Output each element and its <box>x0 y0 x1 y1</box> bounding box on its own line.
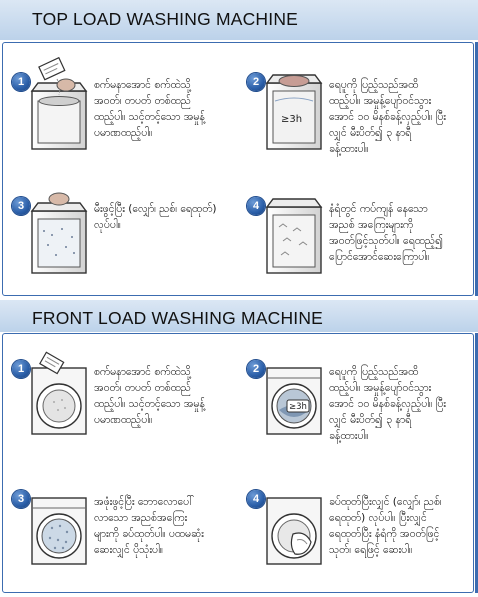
top-load-soak-icon: ≥3h <box>263 61 325 153</box>
front-load-wipe-icon <box>263 478 325 570</box>
front-load-step-4: 4 ခပ်ထုတ်ပြီးလျှင် (လျှော်၊ ညစ်၊ ရေထုတ်)… <box>241 468 473 580</box>
front-load-add-powder-icon <box>28 348 90 440</box>
step-description: ခပ်ထုတ်ပြီးလျှင် (လျှော်၊ ညစ်၊ ရေထုတ်) လ… <box>329 496 442 556</box>
soak-time-badge: ≥3h <box>289 402 307 412</box>
top-load-header: TOP LOAD WASHING MACHINE <box>0 0 478 40</box>
front-load-remove-dirt-icon <box>28 478 90 570</box>
step-description: ရေပူကို ပြည့်သည်အထိ ထည့်ပါ။ အမှုန့်ပျော်… <box>329 366 446 442</box>
step-description: စက်မနာအောင် စက်ထဲသို့ အဝတ်၊ တပတ် တစ်ထည် … <box>94 79 205 139</box>
top-load-rinse-icon <box>263 185 325 277</box>
front-load-step-3: 3 အဖုံးဖွင့်ပြီး ဘောလောပေါ် လာသော အညစ်အက… <box>6 468 238 580</box>
front-load-step-1: 1 စက်မနာအောင် စက်ထဲသို့ အဝတ်၊ တပတ် တစ်ထည… <box>6 338 238 450</box>
front-load-header: FRONT LOAD WASHING MACHINE <box>0 300 478 332</box>
top-load-step-1: 1 <box>6 51 238 163</box>
soak-time-badge: ≥3h <box>281 114 302 125</box>
front-load-title: FRONT LOAD WASHING MACHINE <box>32 308 324 328</box>
top-load-run-cycle-icon <box>28 185 90 277</box>
step-number-badge: 2 <box>247 360 265 378</box>
step-number-badge: 3 <box>12 197 30 215</box>
top-load-step-2: 2 ≥3h ရေပူကို ပြည့်သည်အထိ ထည့်ပါ။ <box>241 51 473 163</box>
top-load-add-powder-icon <box>28 56 90 153</box>
step-number-badge: 1 <box>12 360 30 378</box>
step-description: စက်မနာအောင် စက်ထဲသို့ အဝတ်၊ တပတ် တစ်ထည် … <box>94 366 205 426</box>
step-number-badge: 1 <box>12 73 30 91</box>
top-load-section: TOP LOAD WASHING MACHINE 1 <box>0 0 478 296</box>
top-load-panel: 1 <box>2 42 474 296</box>
step-description: နံရံတွင် ကပ်ကျန် နေသော အညစ် အကြေးများကို… <box>329 203 443 263</box>
step-description: ရေပူကို ပြည့်သည်အထိ ထည့်ပါ။ အမှုန့်ပျော်… <box>329 79 446 155</box>
step-number-badge: 3 <box>12 490 30 508</box>
front-load-panel: 1 စက်မနာအောင် စက်ထဲသို့ အဝတ်၊ တပတ် တစ်ထည… <box>2 333 474 593</box>
top-load-step-4: 4 နံရံတွင် ကပ်ကျန် <box>241 175 473 287</box>
front-load-step-2: 2 ≥3h ရေပူကို ပြည့်သည်အထိ ထည့်ပါ။ အမှုန့… <box>241 338 473 450</box>
front-load-soak-icon: ≥3h <box>263 348 325 440</box>
top-load-step-3: 3 <box>6 175 238 287</box>
step-number-badge: 2 <box>247 73 265 91</box>
step-description: မီးဖွင့်ပြီး (လျှော်၊ ညစ်၊ ရေထုတ်) လုပ်ပ… <box>94 203 217 231</box>
panel-edge <box>475 42 478 296</box>
top-load-title: TOP LOAD WASHING MACHINE <box>32 9 299 29</box>
step-number-badge: 4 <box>247 197 265 215</box>
panel-edge <box>475 333 478 593</box>
step-number-badge: 4 <box>247 490 265 508</box>
front-load-section: FRONT LOAD WASHING MACHINE 1 စက်မန <box>0 300 478 597</box>
step-description: အဖုံးဖွင့်ပြီး ဘောလောပေါ် လာသော အညစ်အကြေ… <box>94 496 204 556</box>
